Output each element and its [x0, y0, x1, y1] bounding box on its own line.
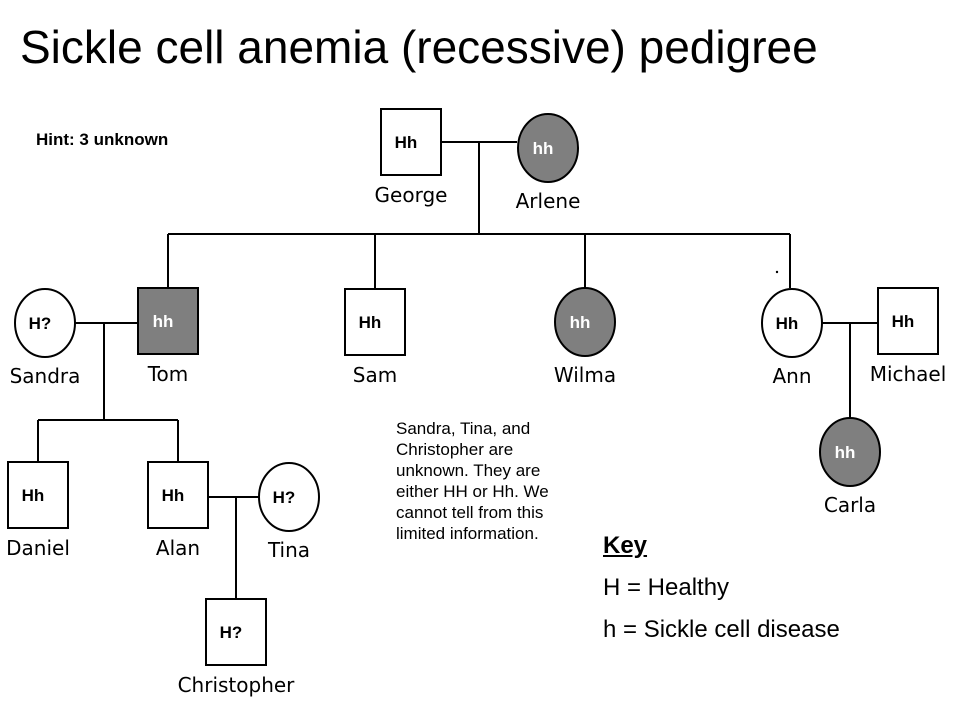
genotype-label: Hh [892, 312, 915, 331]
female-symbol [761, 288, 823, 358]
male-symbol [877, 287, 939, 355]
legend-key: Key H = Healthy h = Sickle cell disease [603, 532, 840, 644]
key-heading: Key [603, 532, 648, 559]
person-name: Alan [156, 536, 200, 560]
genotype-label: hh [153, 312, 174, 331]
key-disease: h = Sickle cell disease [603, 616, 840, 643]
genotype-label: hh [533, 139, 554, 158]
genotype-label: H? [220, 623, 243, 642]
female-symbol [819, 417, 881, 487]
genotype-label: hh [570, 313, 591, 332]
genotype-label: Hh [22, 486, 45, 505]
genotype-label: Hh [359, 313, 382, 332]
person-name: George [375, 183, 448, 207]
hint-text: Hint: 3 unknown [36, 130, 169, 149]
pedigree-individuals: HhGeorgehhArleneH?SandrahhTomHhSamhhWilm… [6, 108, 947, 697]
stray-dot [775, 270, 779, 274]
female-symbol [14, 288, 76, 358]
person-name: Tom [147, 362, 189, 386]
person-name: Wilma [554, 363, 616, 387]
person-name: Daniel [6, 536, 70, 560]
male-symbol [137, 287, 199, 355]
male-symbol [380, 108, 442, 176]
female-symbol [258, 462, 320, 532]
person-name: Christopher [178, 673, 296, 697]
genotype-label: H? [273, 488, 296, 507]
individual-tina: H? Tina [258, 462, 320, 562]
pedigree-lines [37, 141, 880, 598]
individual-sandra: H? Sandra [10, 288, 81, 388]
genotype-label: Hh [776, 314, 799, 333]
genotype-label: H? [29, 314, 52, 333]
person-name: Sandra [10, 364, 81, 388]
individual-christopher: H? Christopher [178, 598, 296, 697]
person-name: Michael [870, 362, 947, 386]
page-title: Sickle cell anemia (recessive) pedigree [20, 21, 818, 73]
male-symbol [7, 461, 69, 529]
unknown-explanation-note: Sandra, Tina, and Christopher are unknow… [396, 419, 549, 543]
person-name: Ann [772, 364, 811, 388]
person-name: Sam [353, 363, 397, 387]
person-name: Arlene [516, 189, 581, 213]
person-name: Tina [267, 538, 310, 562]
genotype-label: hh [835, 443, 856, 462]
genotype-label: Hh [395, 133, 418, 152]
genotype-label: Hh [162, 486, 185, 505]
key-healthy: H = Healthy [603, 574, 730, 601]
person-name: Carla [824, 493, 876, 517]
female-symbol [554, 287, 616, 357]
male-symbol [344, 288, 406, 356]
male-symbol [205, 598, 267, 666]
male-symbol [147, 461, 209, 529]
female-symbol [517, 113, 579, 183]
